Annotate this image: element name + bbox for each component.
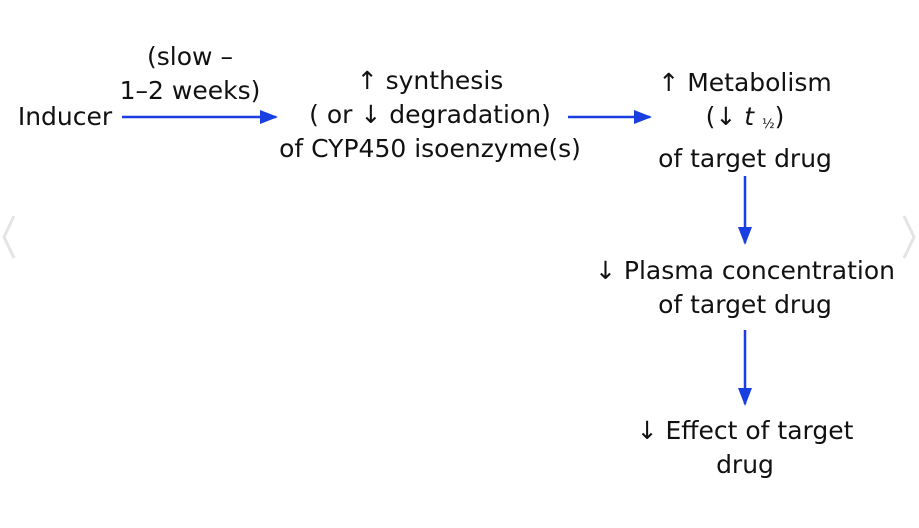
synthesis-line2: ( or ↓ degradation) <box>309 100 551 129</box>
node-effect: ↓ Effect of target drug <box>615 414 875 482</box>
metabolism-line2-suffix: ) <box>774 102 785 131</box>
node-metabolism: ↑ Metabolism (↓ t ½) of target drug <box>630 66 860 176</box>
effect-line2: drug <box>716 450 774 479</box>
metabolism-line3: of target drug <box>658 144 832 173</box>
timing-line2: 1–2 weeks) <box>119 76 261 105</box>
timing-line1: (slow – <box>147 42 233 71</box>
metabolism-half-life-sub: ½ <box>762 117 775 132</box>
plasma-line2: of target drug <box>658 290 832 319</box>
metabolism-line2: (↓ t ½) <box>630 100 860 142</box>
node-synthesis: ↑ synthesis ( or ↓ degradation) of CYP45… <box>265 64 595 166</box>
node-timing-note: (slow – 1–2 weeks) <box>100 40 280 108</box>
metabolism-line2-prefix: (↓ <box>705 102 745 131</box>
chevron-right-icon[interactable] <box>900 212 918 262</box>
metabolism-half-life-t: t <box>744 102 755 131</box>
metabolism-line1: ↑ Metabolism <box>658 68 832 97</box>
plasma-line1: ↓ Plasma concentration <box>594 256 896 285</box>
synthesis-line3: of CYP450 isoenzyme(s) <box>279 134 581 163</box>
node-inducer: Inducer <box>10 100 120 134</box>
node-plasma-concentration: ↓ Plasma concentration of target drug <box>580 254 910 322</box>
effect-line1: ↓ Effect of target <box>636 416 854 445</box>
synthesis-line1: ↑ synthesis <box>356 66 504 95</box>
chevron-left-icon[interactable] <box>0 212 18 262</box>
inducer-label: Inducer <box>17 102 113 131</box>
